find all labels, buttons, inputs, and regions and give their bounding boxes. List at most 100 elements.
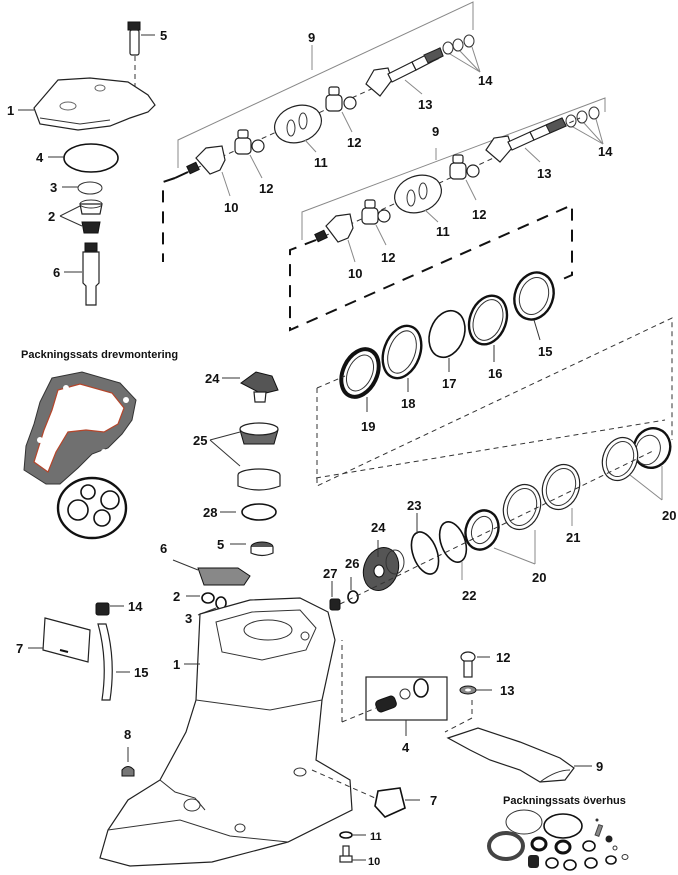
plate-7-left: 7: [16, 617, 91, 663]
valve-kit-4: 4: [341, 640, 448, 755]
label-text: 13: [500, 683, 514, 698]
label-text: 3: [185, 611, 192, 626]
washer-11: 11: [339, 831, 382, 843]
label-text: 1: [7, 103, 14, 118]
oring-23: [410, 513, 440, 575]
washer-13-right: 13: [444, 683, 514, 733]
label-text: 4: [36, 150, 44, 165]
kit-oring-large-a: [505, 809, 543, 835]
label-bearing-20-right: 20: [629, 466, 676, 523]
label-text: 15: [134, 665, 148, 680]
label-washer-26: 26: [345, 556, 359, 571]
label-bearing-20-left: 20: [493, 530, 546, 585]
label-oring-17: 17: [442, 376, 456, 391]
gear-24: [362, 540, 405, 591]
bearing-15: [513, 271, 555, 341]
label-top-bolt: 5: [141, 28, 167, 43]
label-text: 21: [566, 530, 580, 545]
label-text: 28: [203, 505, 217, 520]
label-text: 12: [259, 181, 273, 196]
top-oring: [63, 143, 119, 173]
label-text: 9: [596, 759, 603, 774]
label-text: 6: [160, 541, 167, 556]
label-text: 11: [370, 831, 382, 843]
label-text: 4: [402, 740, 410, 755]
pinion-24: 24: [205, 371, 279, 403]
label-text: 3: [50, 180, 57, 195]
shaft-assembly-upper: [174, 1, 475, 179]
label-text: 20: [532, 570, 546, 585]
lower-chain-axis: [339, 449, 656, 605]
label-seal-18: 18: [401, 396, 415, 411]
dashed-guide-bearing: [315, 317, 673, 487]
cap-14: 14: [95, 599, 143, 616]
hose-15: 15: [97, 623, 148, 701]
label-text: 26: [345, 556, 359, 571]
seal-5-mid: 5: [217, 537, 274, 557]
gear-housing-1: 1: [99, 597, 353, 867]
cup-20-left: [502, 483, 542, 531]
cup-21: [541, 463, 581, 526]
kit-title-upper-housing: Packningssats överhus: [503, 795, 626, 807]
label-ujoint-upper-a: 12: [249, 154, 273, 196]
top-bearing: [79, 199, 103, 234]
dashed-guide-upper: [162, 177, 176, 262]
label-shaft-assembly-upper: 9: [308, 30, 315, 45]
label-shaft-lower: 13: [524, 147, 551, 181]
label-text: 2: [48, 209, 55, 224]
label-text: 5: [217, 537, 224, 552]
label-text: 7: [16, 641, 23, 656]
label-ring-16: 16: [488, 366, 502, 381]
label-oring-23: 23: [407, 498, 421, 513]
label-top-bearing: 2: [48, 205, 83, 227]
label-text: 5: [160, 28, 167, 43]
label-text: 1: [173, 657, 180, 672]
label-coupler-upper: 11: [304, 139, 328, 170]
kit-oring-large-b: [543, 813, 583, 839]
label-seal-19: 19: [361, 419, 375, 434]
label-text: 12: [347, 135, 361, 150]
nut-27: [329, 581, 341, 611]
shaft-assembly-lower: [301, 97, 606, 243]
label-text: 20: [662, 508, 676, 523]
washer-26: [347, 577, 359, 604]
bearing-25: 25: [193, 422, 281, 491]
label-text: 18: [401, 396, 415, 411]
label-text: 14: [478, 73, 493, 88]
drive-mount-orings: [56, 476, 128, 540]
label-cup-21: 21: [566, 530, 580, 545]
bolt-12-right: 12: [460, 650, 510, 678]
label-text: 11: [314, 155, 328, 170]
label-text: 10: [224, 200, 238, 215]
bearing-20-left: [464, 509, 500, 551]
label-text: 22: [462, 588, 476, 603]
cover-9: 9: [446, 727, 603, 783]
label-text: 14: [598, 144, 613, 159]
label-text: 25: [193, 433, 207, 448]
label-text: 12: [496, 650, 510, 665]
label-top-shaft: 6: [53, 265, 82, 280]
oring-17: [428, 309, 466, 372]
label-text: 14: [128, 599, 143, 614]
label-top-cover: 1: [7, 103, 34, 118]
label-shaft-assembly-lower: 9: [432, 124, 439, 139]
top-bolt: [127, 21, 141, 90]
kit-seal: [487, 831, 525, 861]
seal-18: [381, 324, 423, 392]
label-text: 9: [308, 30, 315, 45]
label-shaft-upper: 13: [404, 79, 432, 112]
bushing-2: 2: [173, 589, 215, 604]
gasket-7: 7: [311, 769, 437, 818]
label-top-oring: 4: [36, 150, 64, 165]
kit-drive-mount: Packningssats drevmontering: [21, 349, 178, 485]
label-yoke-upper: 10: [221, 171, 238, 215]
top-shaft: [82, 242, 100, 306]
label-text: 10: [348, 266, 362, 281]
label-text: 7: [430, 793, 437, 808]
top-cover: [33, 77, 156, 131]
label-oring-22: 22: [462, 588, 476, 603]
seal-19: [339, 347, 381, 412]
oring-22: [438, 521, 468, 580]
label-text: 17: [442, 376, 456, 391]
